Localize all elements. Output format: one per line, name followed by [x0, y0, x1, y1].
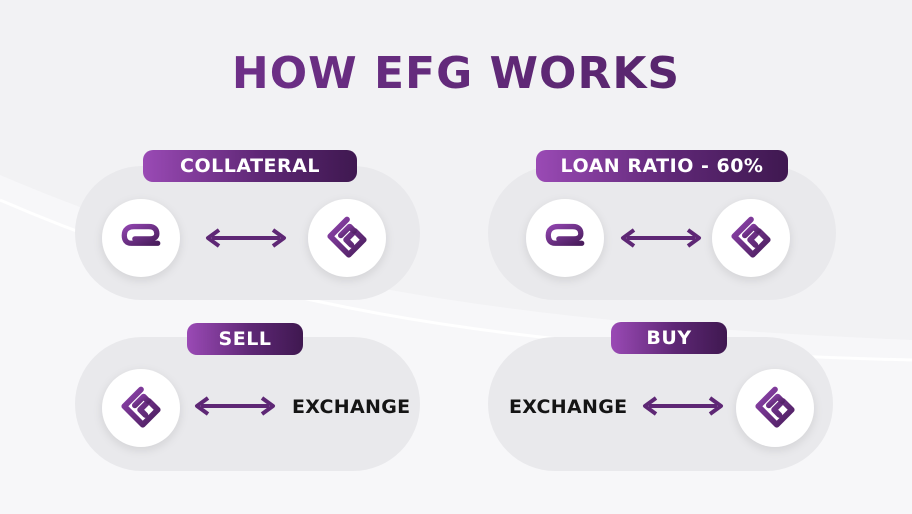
- double-arrow-icon: [641, 394, 725, 418]
- loan-ratio-badge: LOAN RATIO - 60%: [536, 150, 788, 182]
- double-arrow-icon: [619, 226, 703, 250]
- page-title: HOW EFG WORKS: [0, 48, 912, 99]
- double-arrow-icon: [204, 226, 288, 250]
- e-coin-icon: [102, 199, 180, 277]
- collateral-badge: COLLATERAL: [143, 150, 357, 182]
- sell-badge: SELL: [187, 323, 303, 355]
- exchange-label: EXCHANGE: [292, 396, 411, 418]
- buy-badge: BUY: [611, 322, 727, 354]
- e-coin-icon: [526, 199, 604, 277]
- efg-logo-icon: [736, 369, 814, 447]
- efg-logo-icon: [308, 199, 386, 277]
- exchange-label: EXCHANGE: [509, 396, 628, 418]
- double-arrow-icon: [193, 394, 277, 418]
- efg-logo-icon: [712, 199, 790, 277]
- efg-logo-icon: [102, 369, 180, 447]
